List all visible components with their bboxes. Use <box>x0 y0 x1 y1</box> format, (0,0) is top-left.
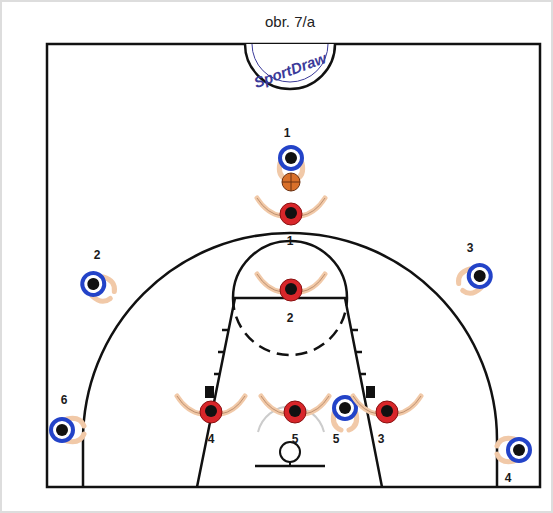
player-number: 5 <box>333 433 340 445</box>
player-number: 4 <box>505 472 512 484</box>
player-number: 4 <box>208 433 215 445</box>
player-number: 1 <box>284 127 291 139</box>
diagram-title: obr. 7/a <box>265 14 315 29</box>
player-number: 6 <box>61 394 68 406</box>
player-number: 2 <box>94 249 101 261</box>
player-number: 5 <box>292 433 299 445</box>
player-number: 3 <box>467 242 474 254</box>
player-number: 1 <box>287 235 294 247</box>
player-number: 2 <box>287 312 294 324</box>
player-number: 3 <box>378 433 385 445</box>
